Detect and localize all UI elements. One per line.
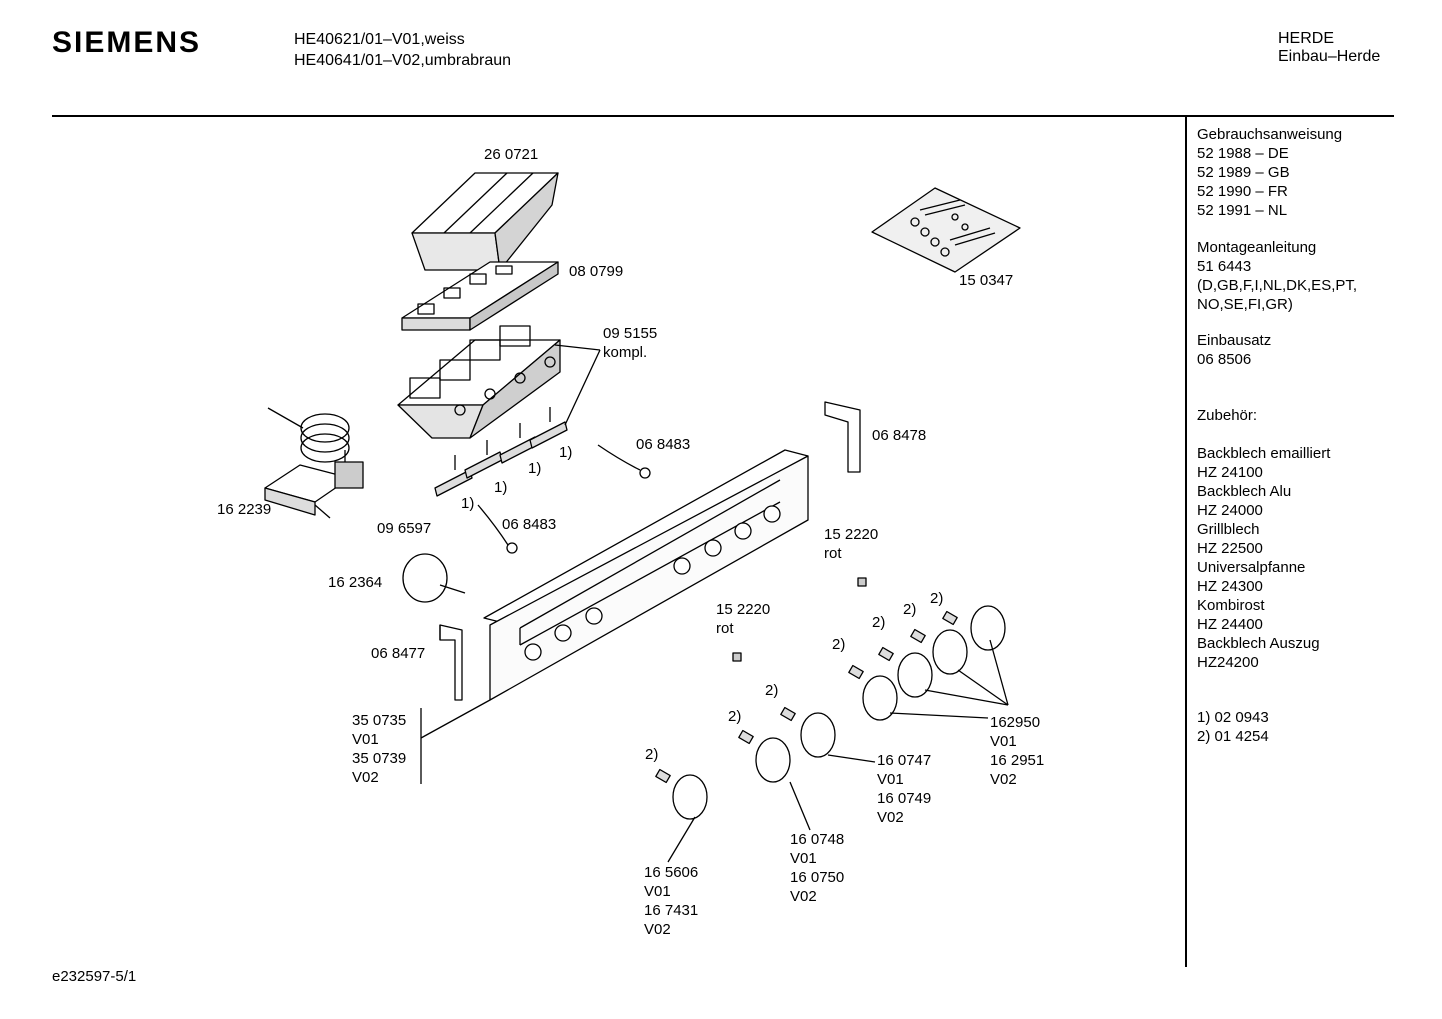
accessory-item: HZ 24300 — [1197, 578, 1263, 595]
install-number: 51 6443 — [1197, 258, 1252, 275]
frame-part — [401, 261, 559, 331]
footnote-marker: 2) — [872, 614, 886, 631]
part-label: 16 0747 — [877, 752, 932, 769]
install-title: Montageanleitung — [1197, 239, 1317, 256]
accessory-item: Backblech Alu — [1197, 483, 1292, 500]
part-label: 15 2220 — [716, 601, 771, 618]
model-line-1: HE40621/01–V01,weiss — [294, 31, 465, 48]
category-subtitle: Einbau–Herde — [1278, 48, 1381, 65]
part-label: 16 2239 — [217, 501, 272, 518]
manual-item: 52 1991 – NL — [1197, 202, 1288, 219]
part-label: 16 0748 — [790, 831, 845, 848]
cable-parts — [477, 444, 651, 554]
footnote-marker: 2) — [903, 601, 917, 618]
switch-assembly-part — [397, 325, 561, 439]
footnote-marker: 1) — [461, 495, 475, 512]
part-label: 09 5155 — [603, 325, 658, 342]
part-label: 16 2364 — [328, 574, 383, 591]
accessory-item: Kombirost — [1197, 597, 1265, 614]
brand-logo: SIEMENS — [52, 26, 202, 59]
footnote-marker: 2) — [930, 590, 944, 607]
manual-item: 52 1988 – DE — [1197, 145, 1289, 162]
sidebar-divider — [1185, 117, 1187, 967]
variant-label: V01 — [877, 771, 904, 788]
part-label: 16 0750 — [790, 869, 845, 886]
document-id: e232597-5/1 — [52, 968, 137, 985]
accessory-item: Grillblech — [1197, 521, 1260, 538]
manual-title: Gebrauchsanweisung — [1197, 126, 1343, 143]
variant-label: V01 — [644, 883, 671, 900]
footnote-marker: 1) — [494, 479, 508, 496]
manual-item: 52 1989 – GB — [1197, 164, 1290, 181]
part-label: 162950 — [990, 714, 1041, 731]
variant-label: V02 — [877, 809, 904, 826]
part-label: 06 8483 — [636, 436, 691, 453]
spacer-parts — [655, 610, 958, 784]
accessory-item: HZ 24100 — [1197, 464, 1263, 481]
variant-label: V02 — [644, 921, 671, 938]
part-label: 15 2220 — [824, 526, 879, 543]
footnote-item: 2) 01 4254 — [1197, 728, 1269, 745]
part-label: 26 0721 — [484, 146, 539, 163]
part-label: 15 0347 — [959, 272, 1014, 289]
accessory-item: HZ24200 — [1197, 654, 1259, 671]
clip-part-b — [732, 652, 742, 662]
part-label-note: rot — [824, 545, 842, 562]
knob-parts — [672, 605, 1006, 820]
bracket-right-part — [824, 401, 861, 473]
part-label: 16 7431 — [644, 902, 699, 919]
variant-label: V01 — [990, 733, 1017, 750]
variant-label: V01 — [790, 850, 817, 867]
manual-item: 52 1990 – FR — [1197, 183, 1288, 200]
part-label: 06 8478 — [872, 427, 927, 444]
tray-part — [411, 172, 559, 271]
part-label: 06 8483 — [502, 516, 557, 533]
bracket-left-part — [439, 624, 463, 701]
category-title: HERDE — [1278, 30, 1335, 47]
footnote-marker: 1) — [559, 444, 573, 461]
footnote-item: 1) 02 0943 — [1197, 709, 1269, 726]
kit-title: Einbausatz — [1197, 332, 1272, 349]
accessory-item: Universalpfanne — [1197, 559, 1306, 576]
part-label: 06 8477 — [371, 645, 426, 662]
accessory-item: Backblech Auszug — [1197, 635, 1320, 652]
accessory-item: HZ 24000 — [1197, 502, 1263, 519]
accessory-item: HZ 24400 — [1197, 616, 1263, 633]
footnote-marker: 1) — [528, 460, 542, 477]
part-label: 35 0735 — [352, 712, 407, 729]
accessory-item: HZ 22500 — [1197, 540, 1263, 557]
model-line-2: HE40641/01–V02,umbrabraun — [294, 52, 512, 69]
part-label: 35 0739 — [352, 750, 407, 767]
part-label: 08 0799 — [569, 263, 624, 280]
install-langs: NO,SE,FI,GR) — [1197, 296, 1293, 313]
part-label: 16 5606 — [644, 864, 699, 881]
clip-part-a — [857, 577, 867, 587]
variant-label: V02 — [990, 771, 1017, 788]
footnote-marker: 2) — [645, 746, 659, 763]
part-label: 16 0749 — [877, 790, 932, 807]
control-panel-part — [483, 449, 809, 701]
header-divider — [52, 115, 1394, 117]
timer-part — [402, 553, 466, 603]
small-switches-part — [434, 407, 568, 497]
screw-bag-part — [871, 187, 1021, 273]
footnote-marker: 2) — [765, 682, 779, 699]
accessory-item: Backblech emailliert — [1197, 445, 1331, 462]
footnote-marker: 2) — [832, 636, 846, 653]
part-label-note: kompl. — [603, 344, 648, 361]
part-label: 09 6597 — [377, 520, 432, 537]
kit-number: 06 8506 — [1197, 351, 1252, 368]
footnote-marker: 2) — [728, 708, 742, 725]
part-label: 16 2951 — [990, 752, 1045, 769]
part-label-note: rot — [716, 620, 734, 637]
variant-label: V02 — [790, 888, 817, 905]
variant-label: V01 — [352, 731, 379, 748]
exploded-parts-diagram — [264, 172, 1021, 863]
thermostat-part — [264, 407, 364, 519]
accessories-title: Zubehör: — [1197, 407, 1258, 424]
install-langs: (D,GB,F,I,NL,DK,ES,PT, — [1197, 277, 1358, 294]
variant-label: V02 — [352, 769, 379, 786]
